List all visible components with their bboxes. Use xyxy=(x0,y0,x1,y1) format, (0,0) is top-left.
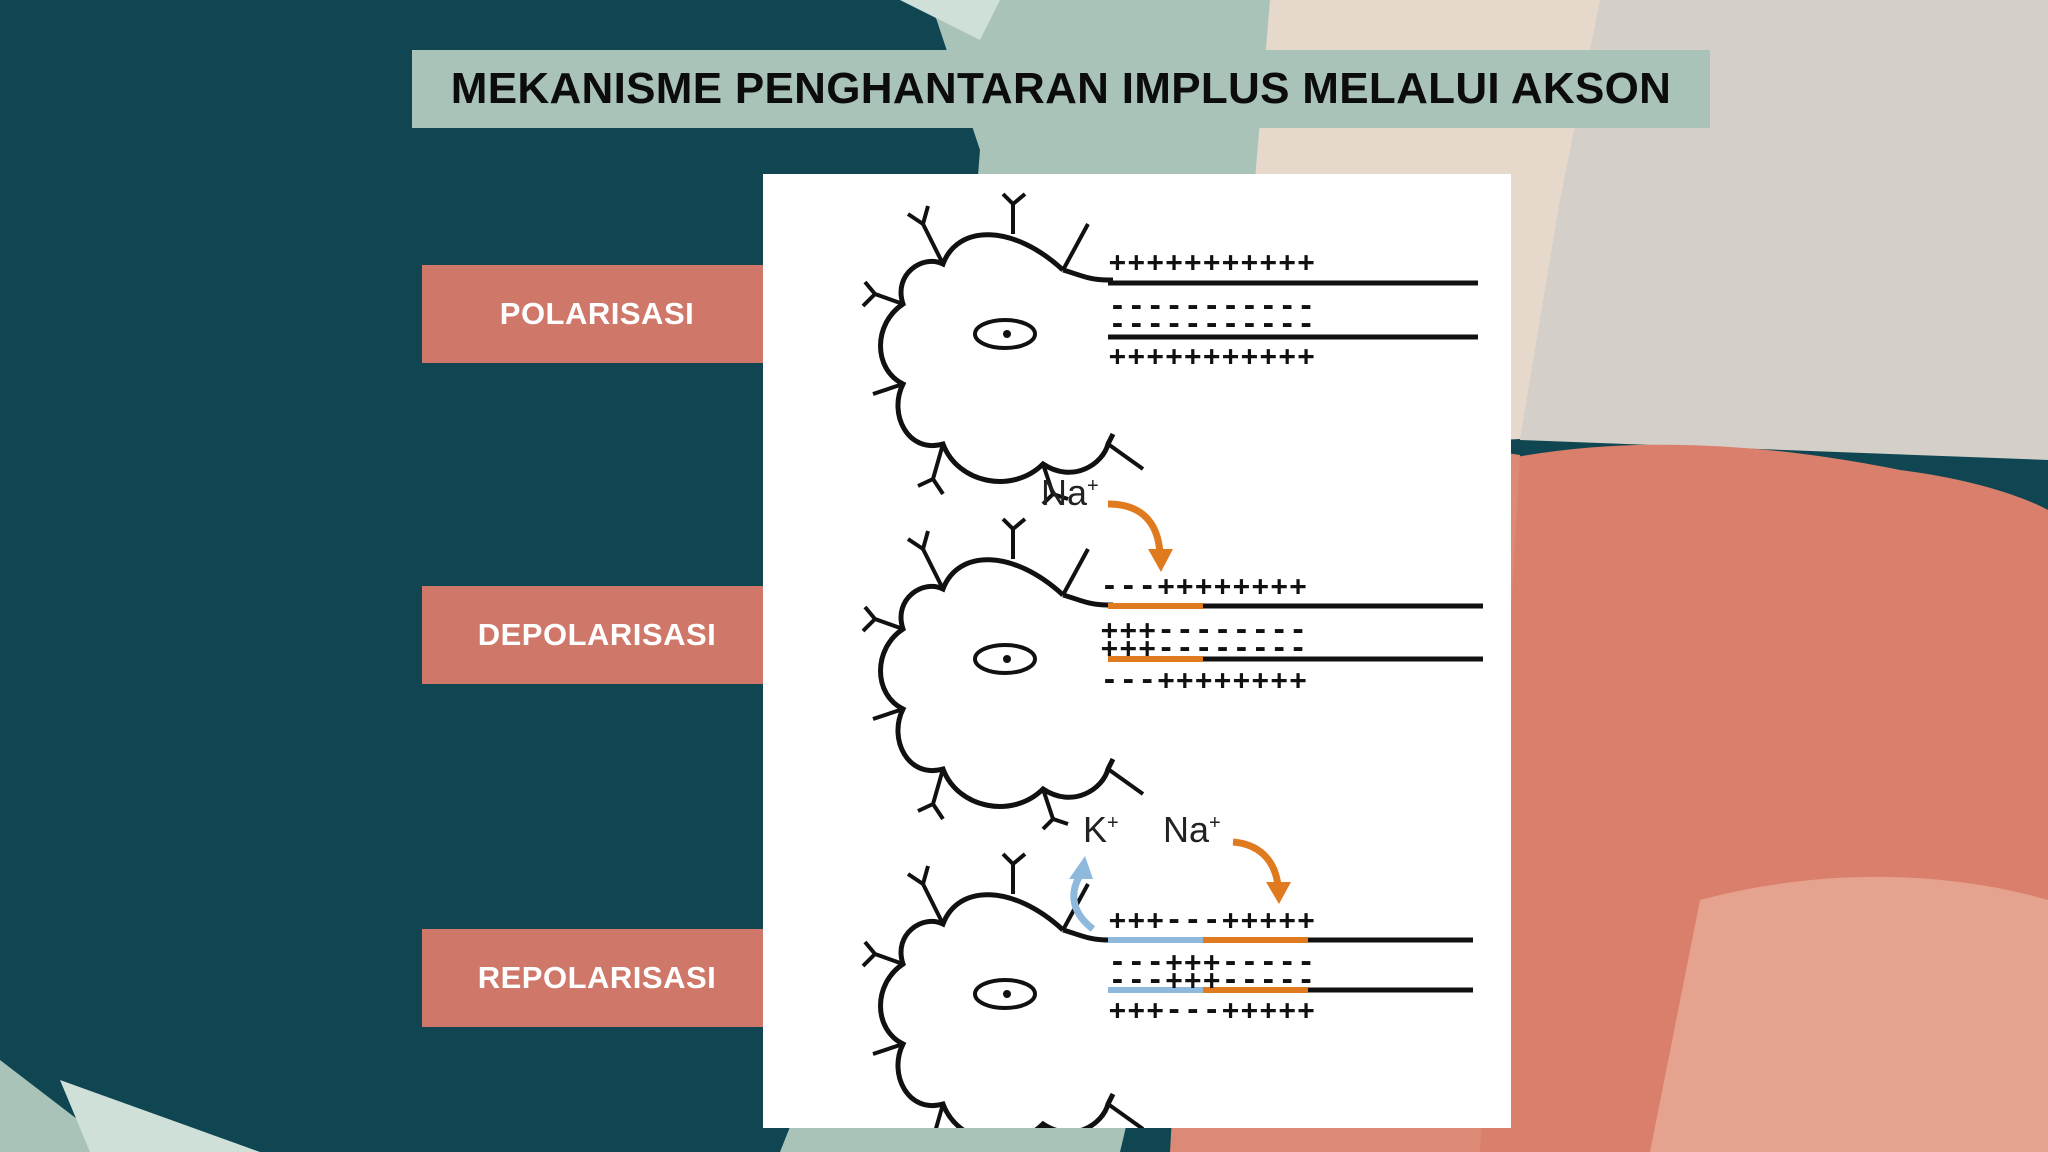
charges-outside-bottom-2: ---++++++++ xyxy=(1101,663,1309,696)
potassium-efflux-arrow xyxy=(1070,872,1096,932)
sodium-arrow-head-3 xyxy=(1266,882,1291,904)
charges-outside-bottom-3: +++---+++++ xyxy=(1109,993,1317,1026)
neuron-diagram xyxy=(763,174,1483,1128)
charges-outside-bottom-1: +++++++++++ xyxy=(1109,339,1317,372)
charges-outside-top-1: +++++++++++ xyxy=(1109,245,1317,278)
charges-inside-top-2: +++-------- xyxy=(1101,613,1309,646)
arrow-shape xyxy=(422,217,870,411)
stage-label-depolarisasi: DEPOLARISASI xyxy=(477,617,717,652)
stage-label-repolarisasi: REPOLARISASI xyxy=(477,960,717,995)
sodium-influx-arrow xyxy=(1107,500,1164,555)
charges-outside-top-3: +++---+++++ xyxy=(1109,903,1317,936)
arrow-shape xyxy=(422,881,870,1075)
axon-figure-panel: +++++++++++ ----------- ----------- ++++… xyxy=(763,174,1511,1128)
neuron-body-1 xyxy=(863,194,1143,504)
title-banner: MEKANISME PENGHANTARAN IMPLUS MELALUI AK… xyxy=(412,50,1710,128)
neuron-body-3 xyxy=(863,854,1143,1128)
stage-label-polarisasi: POLARISASI xyxy=(499,296,695,331)
charges-outside-top-2: ---++++++++ xyxy=(1101,569,1309,602)
charges-inside-bottom-1: ----------- xyxy=(1109,307,1317,340)
slide-title: MEKANISME PENGHANTARAN IMPLUS MELALUI AK… xyxy=(450,64,1672,113)
charges-inside-top-3: ---+++----- xyxy=(1109,945,1317,978)
charges-inside-bottom-2: +++-------- xyxy=(1101,631,1309,664)
charges-inside-bottom-3: ---+++----- xyxy=(1109,963,1317,996)
stage-arrow-repolarisasi: REPOLARISASI xyxy=(422,881,870,1075)
potassium-arrow-head xyxy=(1069,856,1093,879)
sodium-ion-label: Na+ xyxy=(1041,472,1099,513)
potassium-ion-label: K+ xyxy=(1083,809,1119,850)
sodium-influx-arrow-3 xyxy=(1232,838,1282,887)
stage-arrow-polarisasi: POLARISASI xyxy=(422,217,870,411)
sodium-arrow-head xyxy=(1148,549,1173,572)
sodium-ion-label-3: Na+ xyxy=(1163,809,1221,850)
arrow-shape xyxy=(422,538,870,732)
charges-inside-top-1: ----------- xyxy=(1109,289,1317,322)
stage-arrow-depolarisasi: DEPOLARISASI xyxy=(422,538,870,732)
